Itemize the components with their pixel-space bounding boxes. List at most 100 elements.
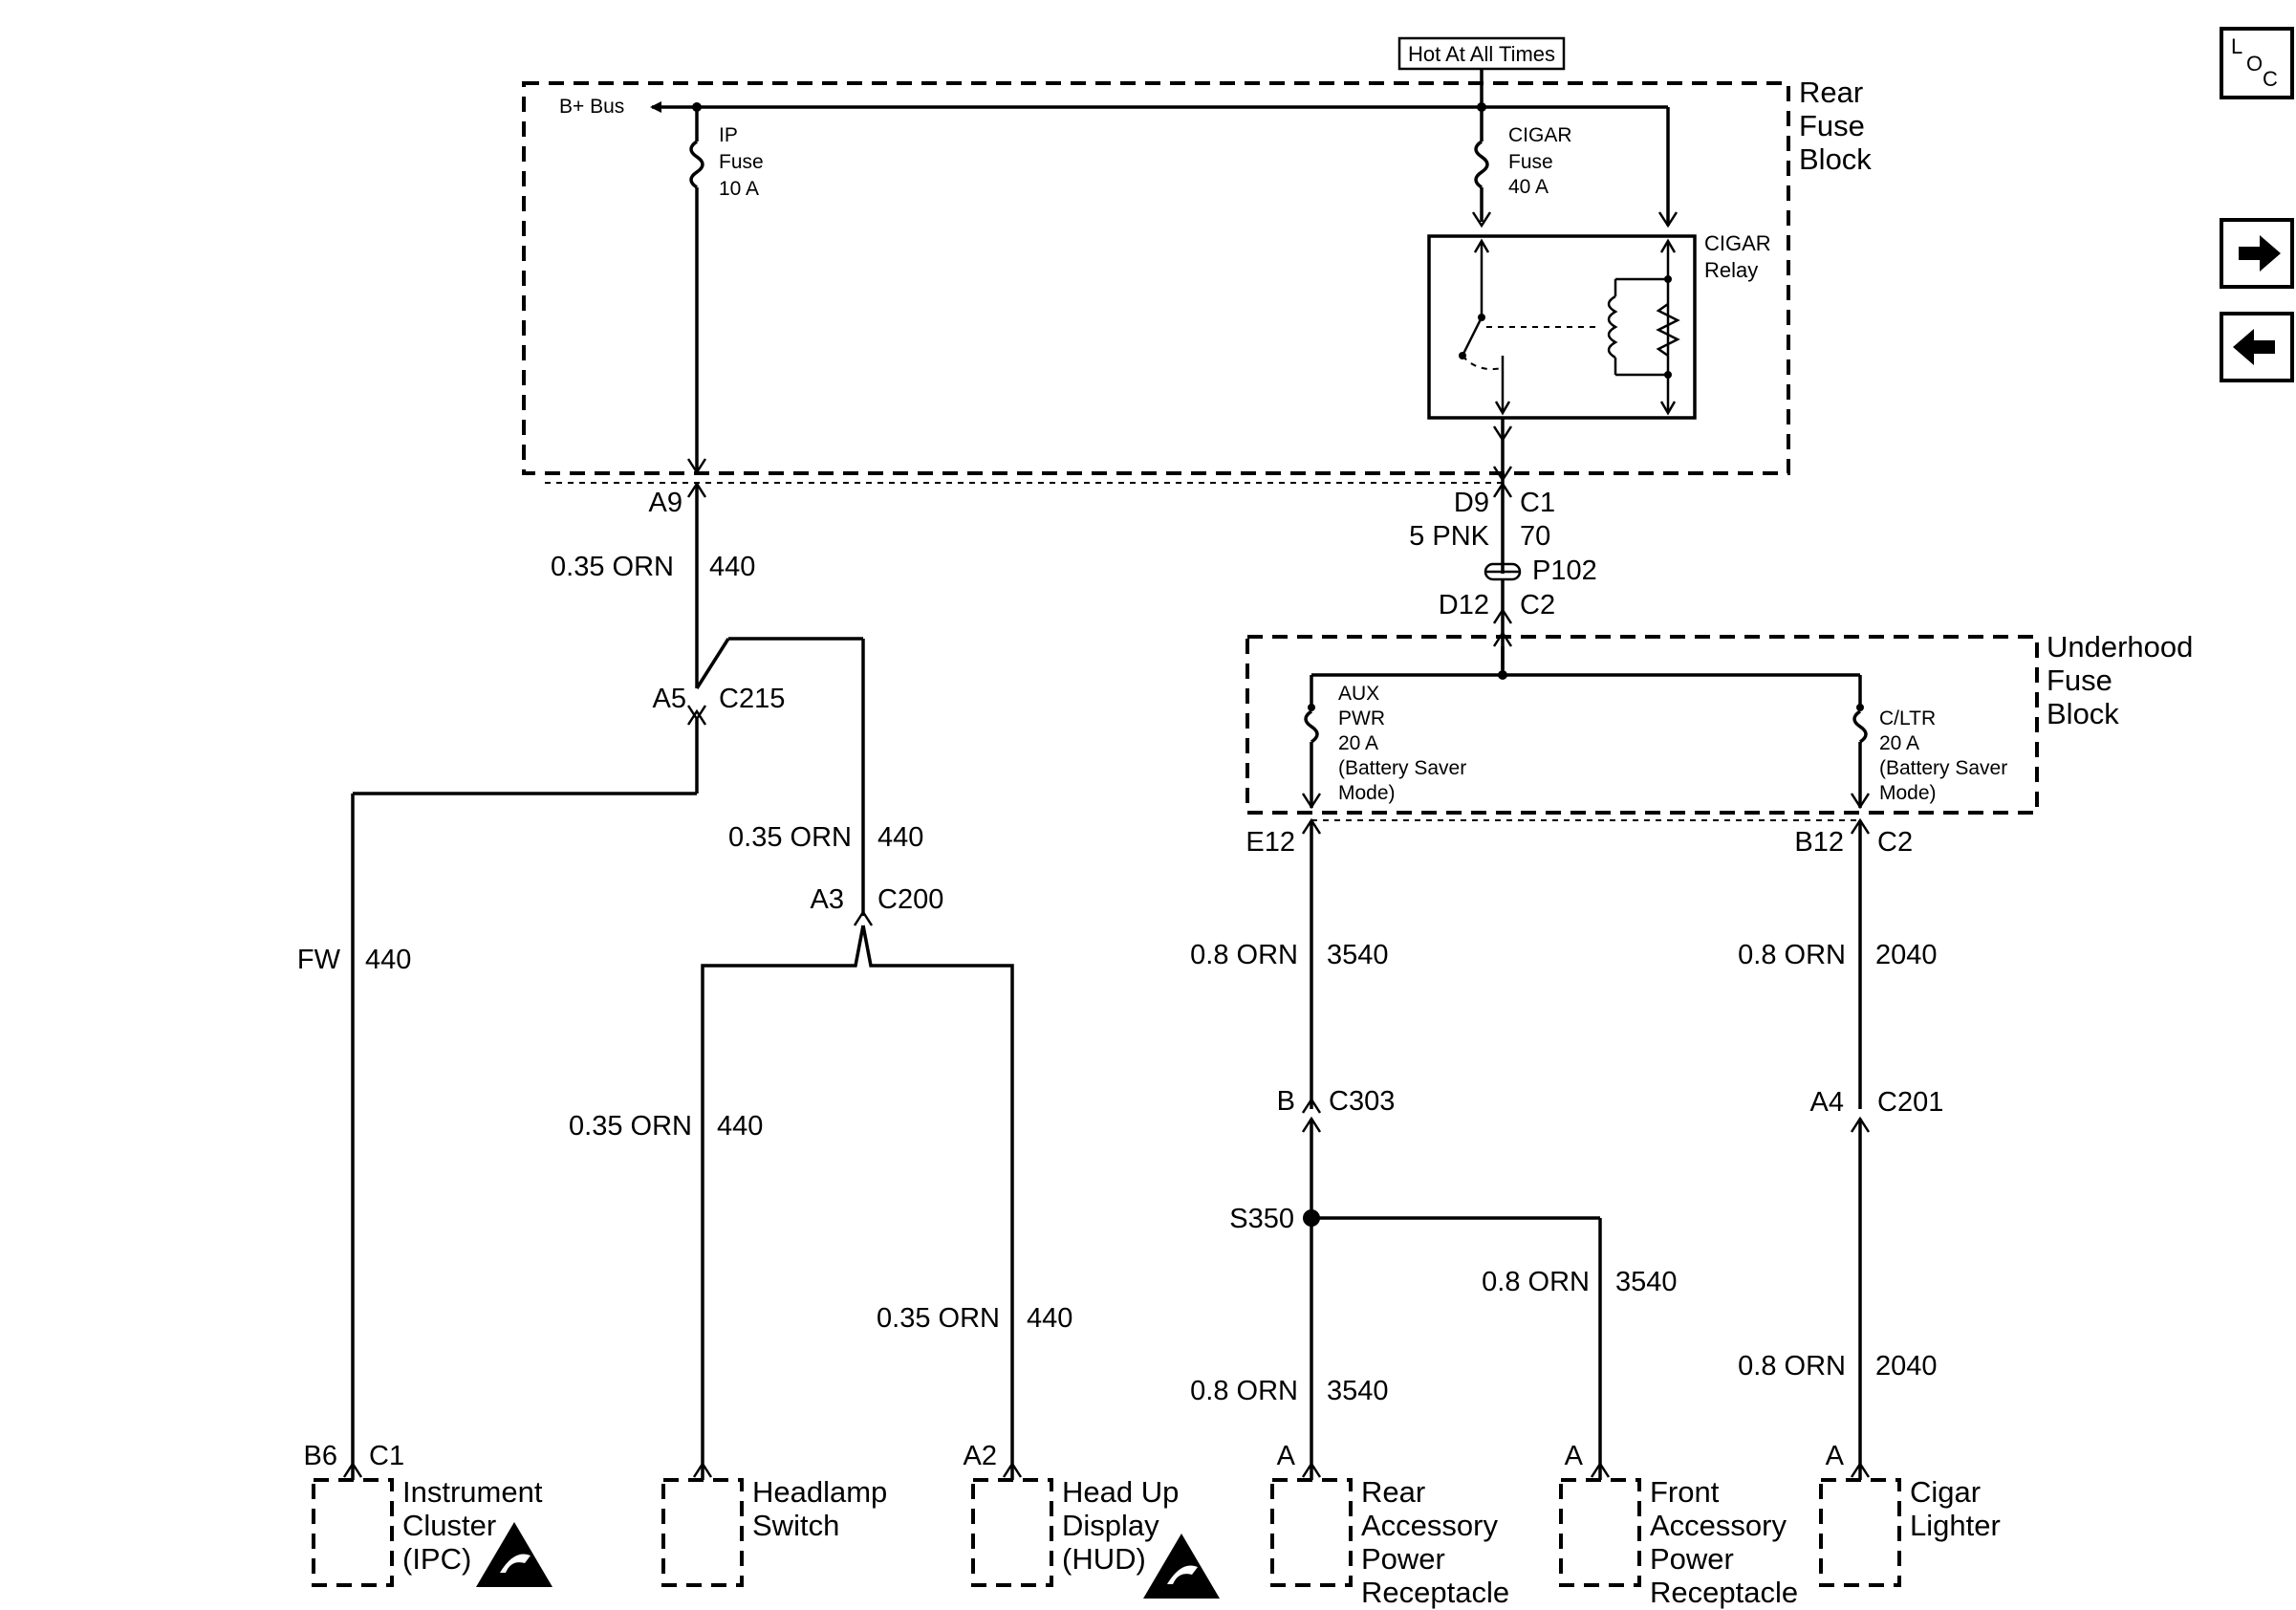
wires-w440-b-size-text: 0.35 ORN xyxy=(728,822,852,853)
pins-a5-text: A5 xyxy=(653,684,686,714)
components-rear-acc-0-text: Rear xyxy=(1361,1475,1425,1509)
cigar-fuse-1-text: Fuse xyxy=(1508,151,1553,173)
arrow-right-icon xyxy=(2239,235,2281,272)
underhood-fuse-block-title-2-text: Block xyxy=(2047,697,2119,730)
aux-fuse-3-text: (Battery Saver xyxy=(1338,757,1466,779)
wires-w2040-a-circuit-text: 2040 xyxy=(1875,940,1938,970)
components-lighter-1-text: Lighter xyxy=(1910,1509,2001,1542)
wires-w2040-a-size-text: 0.8 ORN xyxy=(1738,940,1846,970)
cltr-fuse-2-text: (Battery Saver xyxy=(1879,757,2007,779)
hot-at-all-times-label: Hot At All Times xyxy=(1397,36,1566,71)
wires-w3540-b-circuit-text: 3540 xyxy=(1615,1267,1678,1297)
pins-e12-text: E12 xyxy=(1245,827,1295,858)
components-rear-acc-1-text: Accessory xyxy=(1361,1509,1498,1542)
wires-w2040-b-size-text: 0.8 ORN xyxy=(1738,1351,1846,1382)
wires-w5pnk-circuit-text: 70 xyxy=(1520,521,1550,552)
back-button[interactable] xyxy=(2220,312,2294,382)
components-front-acc-2-text: Power xyxy=(1650,1542,1734,1576)
hot-label-text: Hot At All Times xyxy=(1408,42,1555,66)
wires-w440-a-circuit-text: 440 xyxy=(709,552,755,582)
rear-fuse-block: Rear Fuse Block xyxy=(522,76,1872,475)
arrow-left-icon xyxy=(2233,329,2275,365)
ip-fuse-1-text: Fuse xyxy=(719,151,764,173)
components-ipc-0-text: Instrument xyxy=(402,1475,543,1509)
wires-w2040-b-circuit-text: 2040 xyxy=(1875,1351,1938,1382)
cigar-relay-1-text: Relay xyxy=(1704,258,1758,282)
wires-w5pnk-size-text: 5 PNK xyxy=(1409,521,1489,552)
rear-accessory-power-receptacle: A Rear Accessory Power Receptacle xyxy=(1270,1441,1509,1609)
components-hud-2-text: (HUD) xyxy=(1062,1542,1146,1576)
wires-w440-d-circuit-text: 440 xyxy=(1027,1303,1072,1334)
cltr-fuse-3-text: Mode) xyxy=(1879,782,1937,804)
wires-w440-a-size-text: 0.35 ORN xyxy=(551,552,674,582)
cigar-fuse: CIGAR Fuse 40 A xyxy=(1471,107,1572,228)
components-front-acc-1-text: Accessory xyxy=(1650,1509,1787,1542)
esd-warning-icon xyxy=(1143,1534,1220,1599)
pins-s350-text: S350 xyxy=(1229,1204,1294,1234)
pins-a9-text: A9 xyxy=(649,488,682,518)
cigar-lighter: A Cigar Lighter xyxy=(1819,1441,2001,1587)
components-headlamp-1-text: Switch xyxy=(752,1509,839,1542)
pins-a-rear-text: A xyxy=(1277,1441,1296,1471)
wires-w3540-c-circuit-text: 3540 xyxy=(1327,1376,1389,1406)
rear-fuse-block-title-2-text: Block xyxy=(1799,142,1872,176)
pins-c2-text: C2 xyxy=(1520,590,1555,620)
rear-fuse-block-title-0-text: Rear xyxy=(1799,76,1863,109)
wires-w3540-a-size-text: 0.8 ORN xyxy=(1190,940,1298,970)
bplus-bus: B+ Bus xyxy=(559,69,1668,118)
esd-warning-icon xyxy=(476,1522,552,1587)
wires-w3540-c-size-text: 0.8 ORN xyxy=(1190,1376,1298,1406)
pins-b12-text: B12 xyxy=(1794,827,1844,858)
pins-a-front-text: A xyxy=(1565,1441,1584,1471)
ip-fuse: IP Fuse 10 A xyxy=(686,107,764,475)
components-rear-acc-2-text: Power xyxy=(1361,1542,1445,1576)
aux-fuse-1-text: PWR xyxy=(1338,707,1385,729)
pins-c200-text: C200 xyxy=(877,884,943,915)
pins-c1-ipc-text: C1 xyxy=(369,1441,404,1471)
pins-c201-text: C201 xyxy=(1877,1087,1943,1118)
pins-a4-text: A4 xyxy=(1810,1087,1844,1118)
components-headlamp-0-text: Headlamp xyxy=(752,1475,887,1509)
wires-w3540-b-size-text: 0.8 ORN xyxy=(1482,1267,1590,1297)
cigar-relay-0-text: CIGAR xyxy=(1704,231,1771,255)
underhood-fuse-block-title-1-text: Fuse xyxy=(2047,664,2112,697)
pins-c303-text: C303 xyxy=(1329,1086,1395,1117)
ip-fuse-0-text: IP xyxy=(719,124,738,146)
cltr-fuse-1-text: 20 A xyxy=(1879,732,1919,754)
pins-c215-text: C215 xyxy=(719,684,785,714)
pins-a2-text: A2 xyxy=(964,1441,997,1471)
nav-loc-bot-text: C xyxy=(2263,67,2278,91)
front-accessory-power-receptacle: A Front Accessory Power Receptacle xyxy=(1559,1441,1798,1609)
pins-c1-text: C1 xyxy=(1520,488,1555,518)
pins-d9-text: D9 xyxy=(1454,488,1489,518)
pins-c2-b-text: C2 xyxy=(1877,827,1913,858)
forward-button[interactable] xyxy=(2220,218,2294,289)
wires-w440-d-size-text: 0.35 ORN xyxy=(877,1303,1000,1334)
headlamp-switch: Headlamp Switch xyxy=(661,1461,887,1587)
rear-fuse-block-bplus-bus-text: B+ Bus xyxy=(559,96,624,118)
nav-loc-top-text: L xyxy=(2231,34,2242,58)
p102-connector: P102 xyxy=(1484,555,1597,586)
underhood-fuse-block-title-0-text: Underhood xyxy=(2047,630,2193,664)
wires-fw440-circuit-text: 440 xyxy=(365,945,411,975)
pins-b6-text: B6 xyxy=(304,1441,337,1471)
components-hud-1-text: Display xyxy=(1062,1509,1159,1542)
cigar-fuse-2-text: 40 A xyxy=(1508,176,1549,198)
nav-loc-mid-text: O xyxy=(2246,52,2263,76)
components-ipc-1-text: Cluster xyxy=(402,1509,496,1542)
cltr-fuse-0-text: C/LTR xyxy=(1879,707,1936,729)
cigar-relay: CIGAR Relay xyxy=(1427,231,1771,420)
components-rear-acc-3-text: Receptacle xyxy=(1361,1576,1509,1609)
components-hud-0-text: Head Up xyxy=(1062,1475,1179,1509)
components-front-acc-3-text: Receptacle xyxy=(1650,1576,1798,1609)
rear-fuse-block-title-1-text: Fuse xyxy=(1799,109,1865,142)
aux-fuse-0-text: AUX xyxy=(1338,683,1379,705)
location-button[interactable]: L O C xyxy=(2220,27,2294,99)
aux-fuse-4-text: Mode) xyxy=(1338,782,1396,804)
wires-w440-c-circuit-text: 440 xyxy=(717,1111,763,1142)
ip-fuse-2-text: 10 A xyxy=(719,178,759,200)
components-lighter-0-text: Cigar xyxy=(1910,1475,1981,1509)
pins-p102-text: P102 xyxy=(1532,555,1597,586)
pins-a3-text: A3 xyxy=(811,884,844,915)
wires-w440-b-circuit-text: 440 xyxy=(877,822,923,853)
